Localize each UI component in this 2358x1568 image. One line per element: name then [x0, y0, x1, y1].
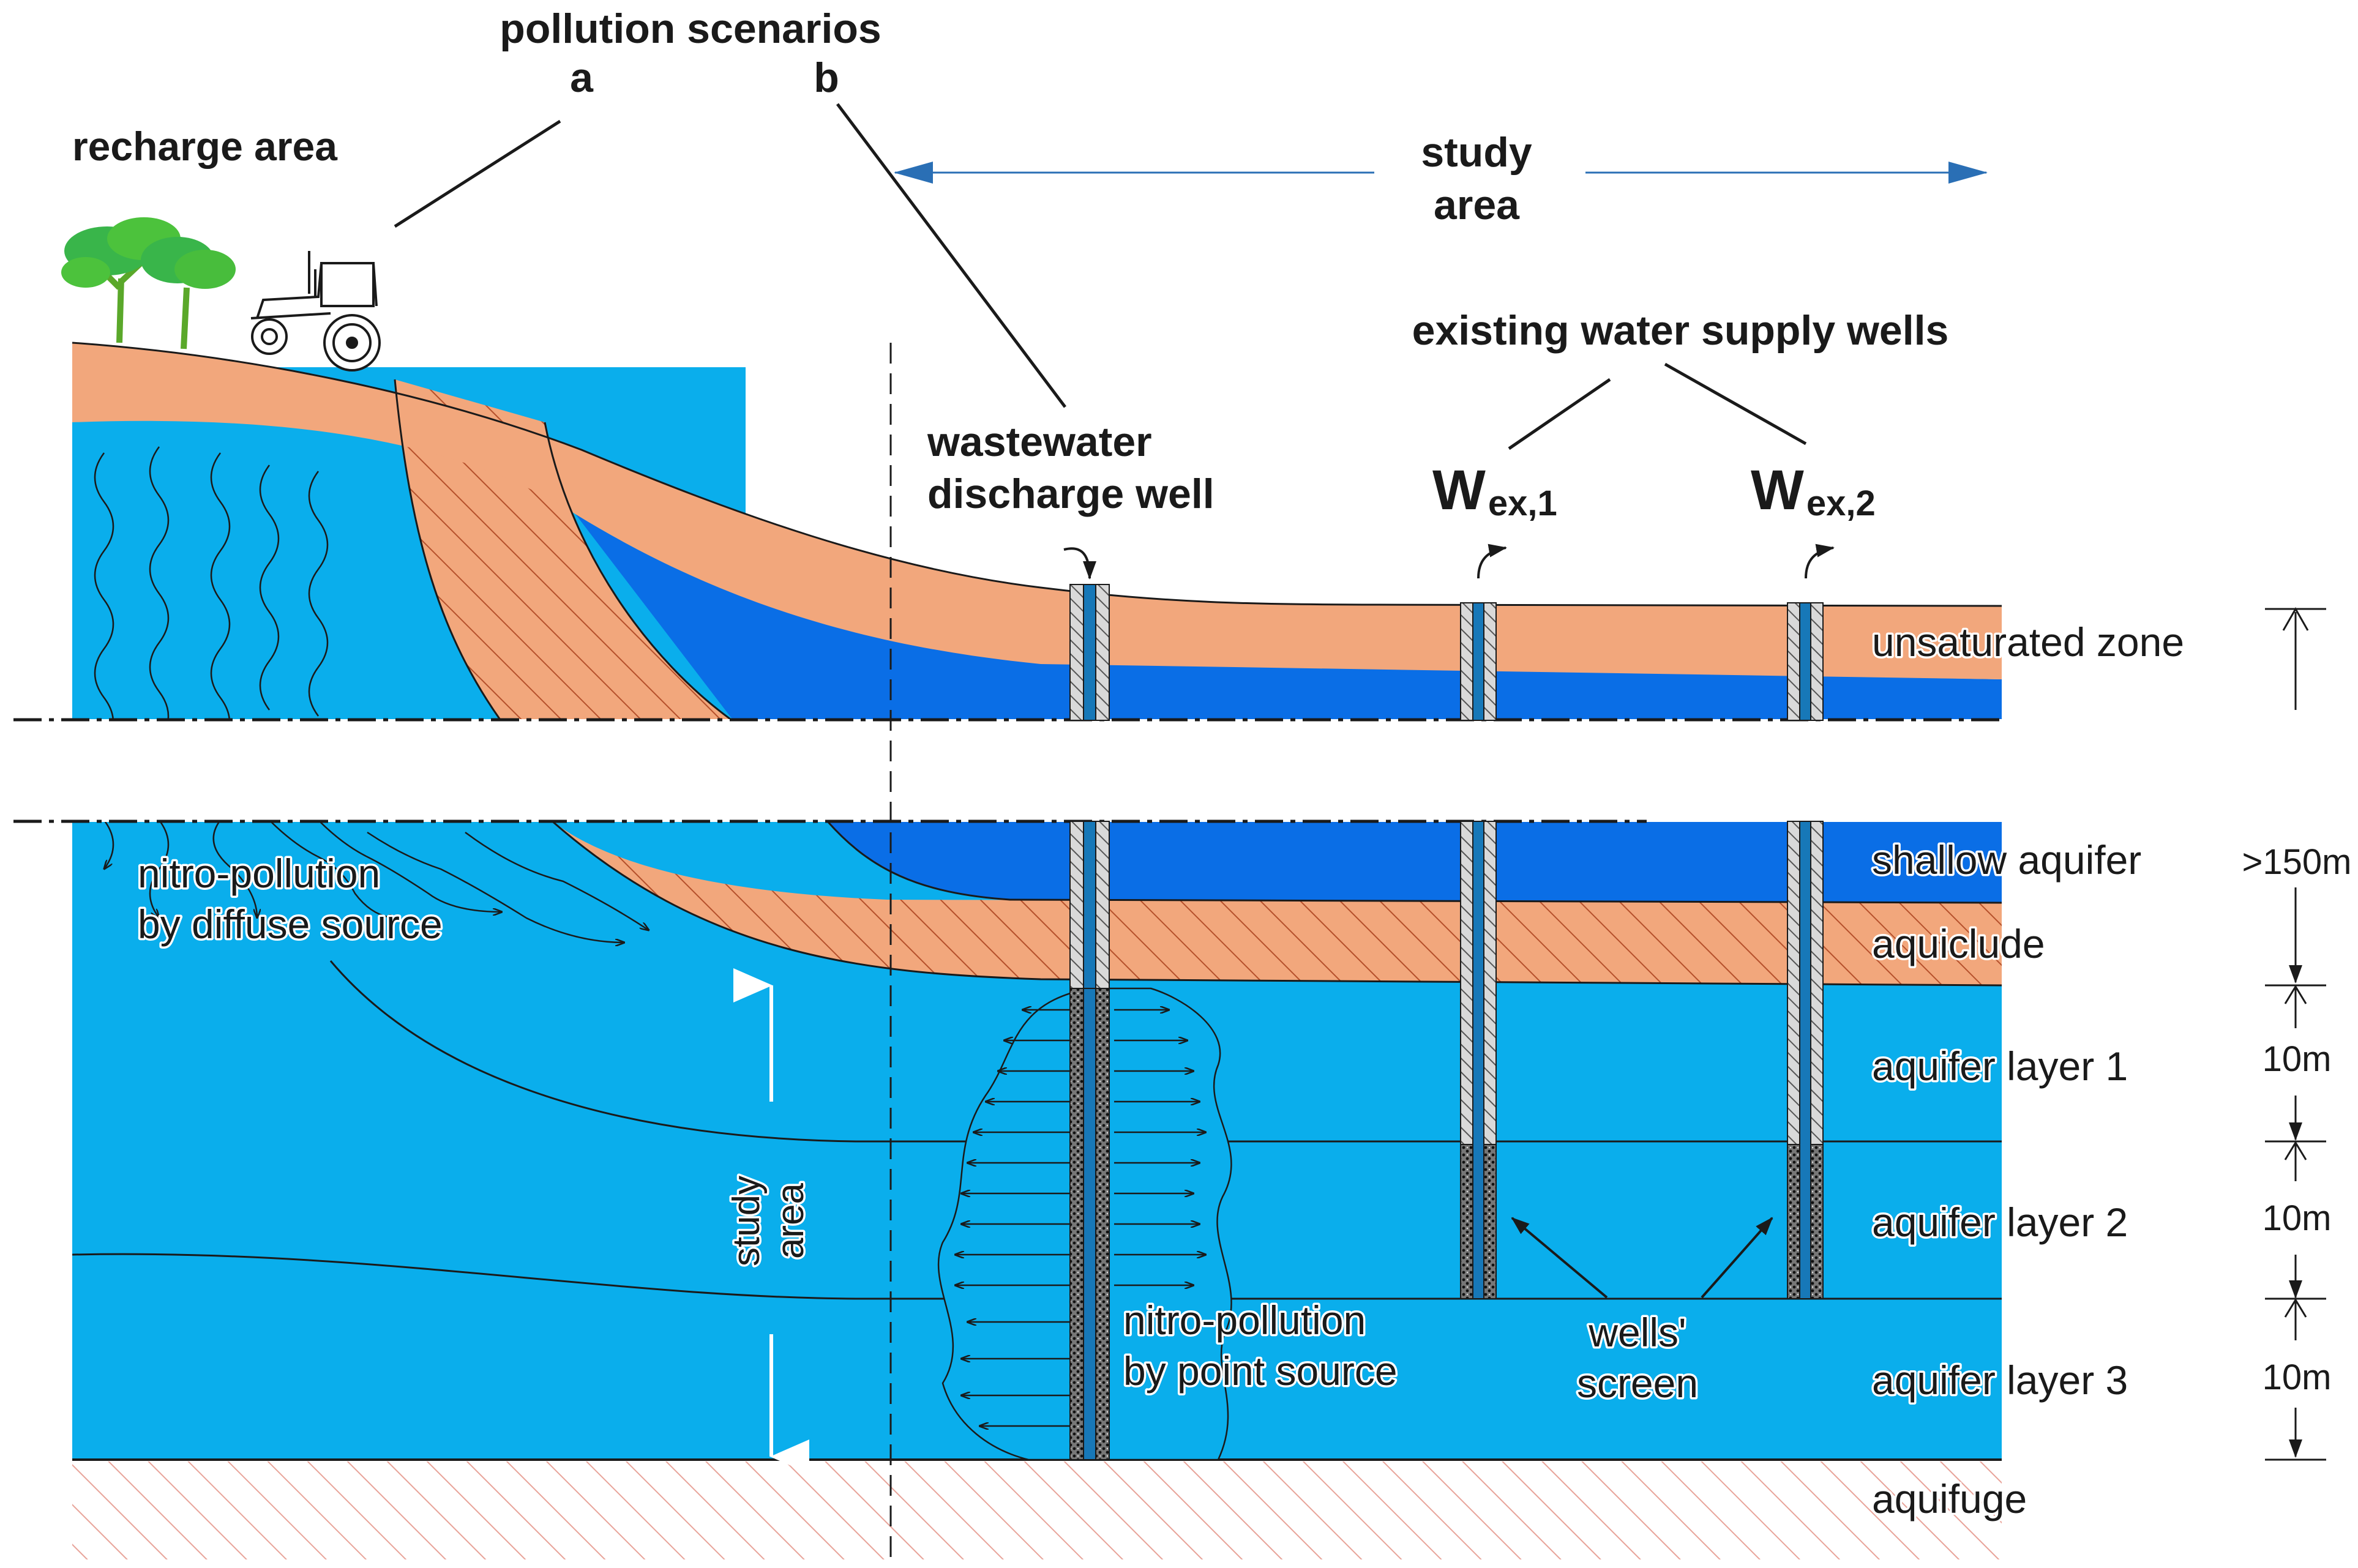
dim-shallow: >150m [2242, 842, 2352, 882]
dim-layer3: 10m [2263, 1357, 2332, 1397]
well-ex-2-label: Wex,2 [1751, 459, 1876, 523]
screen-label-line2: screen [1577, 1361, 1698, 1406]
scenario-b-label: b [814, 54, 839, 101]
wastewater-well [1063, 547, 1110, 1460]
layer-aquiclude-label: aquiclude [1872, 921, 2045, 966]
wastewater-label-line2: discharge well [927, 471, 1215, 517]
dim-layer2: 10m [2263, 1198, 2332, 1238]
diffuse-flow-lines-upper [94, 446, 329, 719]
wastewater-label-line1: wastewater [927, 419, 1152, 465]
diagram-title: pollution scenarios [500, 6, 881, 52]
screen-label-line1: wells' [1588, 1310, 1686, 1355]
shallow-aquifer-lower [828, 822, 2002, 903]
diffuse-label-line1: nitro-pollution [138, 851, 380, 896]
study-area-vertical-label: study area [724, 1173, 814, 1268]
svg-text:area: area [769, 1182, 812, 1259]
scenario-a-label: a [570, 54, 594, 101]
scenario-leaders [394, 103, 1807, 450]
shallow-aquifer-upper [575, 514, 2002, 719]
upper-cross-section [72, 342, 2002, 719]
screen-pointer-arrows [1511, 1217, 1773, 1299]
section-break-lines [13, 718, 2002, 823]
aquifuge-hatch [72, 1462, 2002, 1559]
well-ex-1 [1460, 543, 1507, 1299]
diffuse-label-line2: by diffuse source [138, 902, 443, 947]
layer-shallow-label: shallow aquifer [1872, 837, 2141, 883]
layer-aquifuge-label: aquifuge [1872, 1476, 2027, 1521]
layer-aquifer3-label: aquifer layer 3 [1872, 1357, 2128, 1403]
point-label-line2: by point source [1123, 1348, 1398, 1394]
plume-arrows [955, 1010, 1206, 1426]
layer-aquifer2-label: aquifer layer 2 [1872, 1200, 2128, 1245]
existing-wells-label: existing water supply wells [1412, 307, 1949, 354]
tractor-icon [250, 251, 381, 371]
layer-aquifer1-label: aquifer layer 1 [1872, 1043, 2128, 1089]
point-label-line1: nitro-pollution [1123, 1297, 1366, 1343]
dim-layer1: 10m [2263, 1039, 2332, 1079]
diffuse-flow-lines-lower [104, 822, 649, 943]
study-area-top-line2: area [1434, 182, 1520, 228]
depth-dimensions [2265, 607, 2326, 1461]
well-ex-1-label: Wex,1 [1432, 459, 1557, 523]
recharge-area-label: recharge area [72, 124, 338, 169]
study-area-top-line1: study [1421, 129, 1532, 176]
tree-icon [61, 217, 236, 349]
layer-unsaturated-label: unsaturated zone [1872, 619, 2184, 665]
well-ex-2 [1787, 543, 1835, 1299]
svg-text:study: study [725, 1176, 768, 1266]
